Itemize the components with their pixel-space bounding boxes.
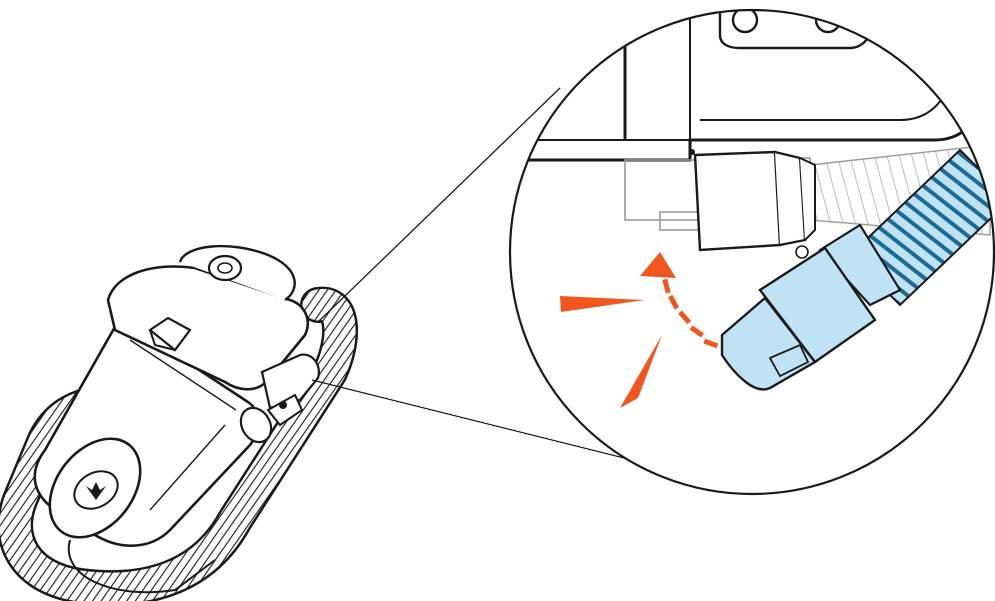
blue-hose-connector	[720, 148, 994, 391]
hose-outlet-connector	[239, 353, 320, 444]
brand-mark-icon	[86, 482, 106, 500]
device-port-socket	[689, 149, 816, 252]
detail-zoom-circle	[508, 8, 995, 496]
latch-icon	[148, 316, 192, 352]
device-top-housing	[106, 244, 310, 391]
cpap-device	[0, 244, 359, 601]
zoomed-detail	[520, 10, 994, 391]
curved-arrow-up-icon	[640, 252, 719, 349]
callout-lines	[311, 87, 673, 471]
click-rays-icon	[560, 296, 662, 408]
motion-indicators	[560, 252, 719, 408]
zoom-circle-border	[508, 8, 995, 496]
coiled-hose	[0, 286, 359, 601]
device-body	[33, 316, 261, 547]
